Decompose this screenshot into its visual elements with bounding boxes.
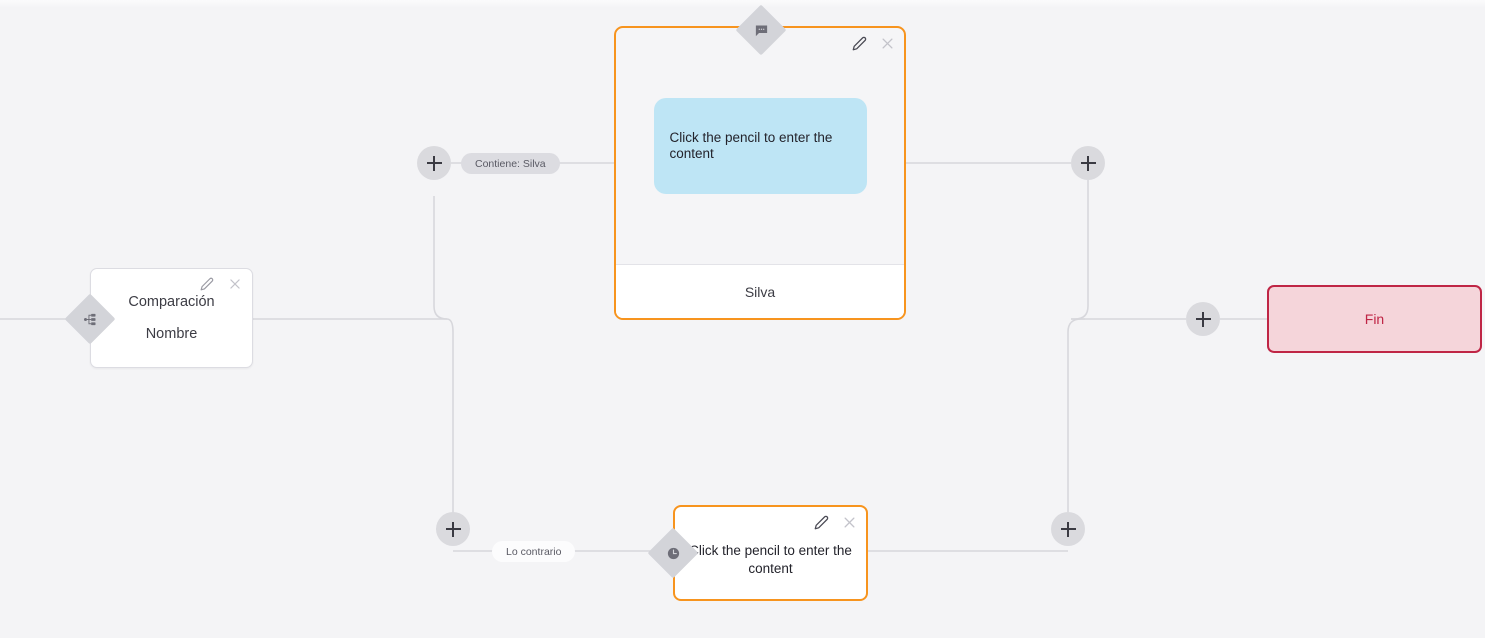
clock-icon[interactable]: [647, 527, 699, 579]
node-message-top-footer: Silva: [616, 264, 904, 318]
node-comparison-tools: [200, 277, 242, 291]
add-node-bottom-left[interactable]: [436, 512, 470, 546]
canvas-top-edge: [0, 0, 1485, 8]
edge-label-branch-true[interactable]: Contiene: Silva: [461, 153, 560, 174]
close-icon[interactable]: [842, 515, 856, 529]
node-message-bottom-tools: [814, 515, 856, 530]
edge-branch-true-up: [433, 196, 448, 320]
add-node-top-left[interactable]: [417, 146, 451, 180]
node-message-bottom[interactable]: Click the pencil to enter the content: [673, 505, 868, 601]
edge-label-branch-false[interactable]: Lo contrario: [492, 541, 576, 562]
edge-bottom-merge: [1067, 318, 1085, 512]
close-icon[interactable]: [880, 36, 894, 50]
edge-branch-false-down: [446, 318, 470, 530]
message-bubble[interactable]: Click the pencil to enter the content: [653, 98, 867, 194]
node-end[interactable]: Fin: [1267, 285, 1482, 353]
edge-top-merge: [1071, 180, 1089, 320]
edit-pencil-icon[interactable]: [852, 36, 867, 51]
chat-bubble-icon[interactable]: [735, 4, 787, 56]
node-comparison[interactable]: Comparación Nombre: [90, 268, 253, 368]
edit-pencil-icon[interactable]: [814, 515, 829, 530]
edit-pencil-icon[interactable]: [200, 277, 214, 291]
add-node-bottom-right[interactable]: [1051, 512, 1085, 546]
node-message-top-tools: [852, 36, 894, 51]
add-node-before-end[interactable]: [1186, 302, 1220, 336]
sitemap-glyph: [82, 311, 98, 327]
node-message-top[interactable]: Click the pencil to enter the content Si…: [614, 26, 906, 320]
chat-bubble-glyph: [753, 22, 769, 38]
node-comparison-subtitle: Nombre: [145, 326, 198, 342]
add-node-top-right[interactable]: [1071, 146, 1105, 180]
node-comparison-title: Comparación: [128, 294, 215, 310]
node-message-bottom-text: Click the pencil to enter the content: [689, 542, 852, 576]
close-icon[interactable]: [228, 277, 242, 291]
node-message-top-body: Click the pencil to enter the content: [616, 28, 904, 264]
clock-glyph: [665, 545, 681, 561]
sitemap-icon[interactable]: [64, 293, 116, 345]
